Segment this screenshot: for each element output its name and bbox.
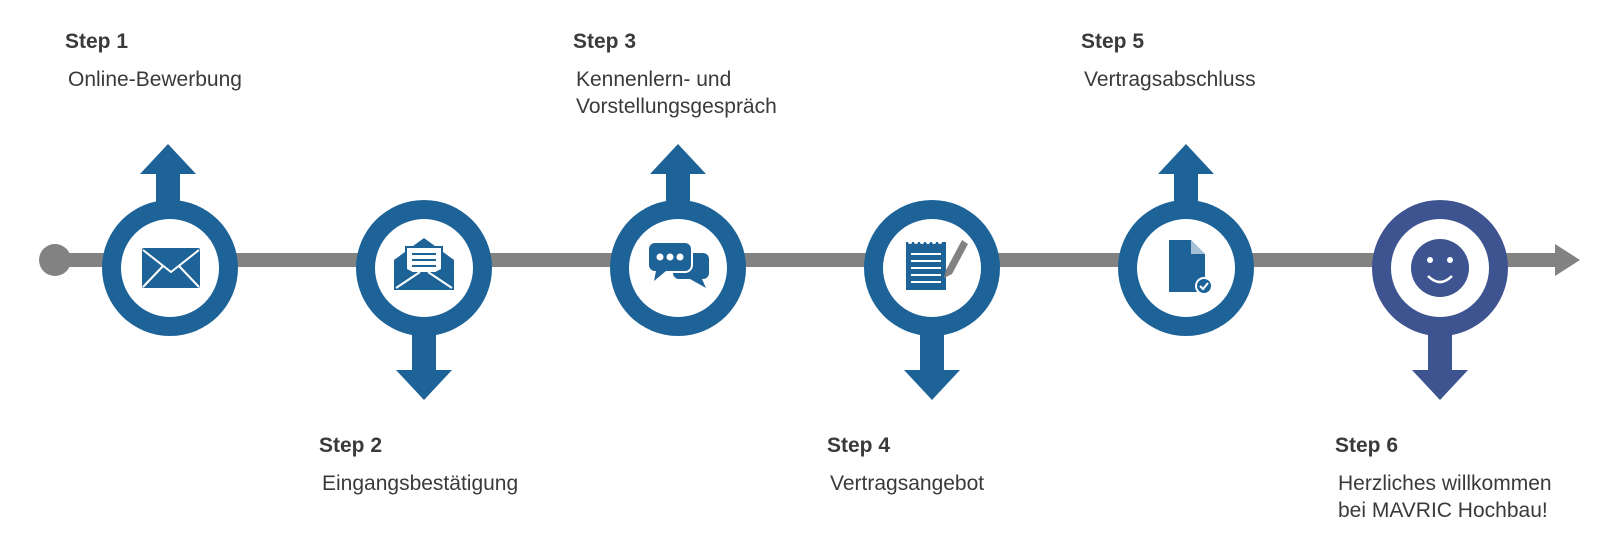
step-6-desc-line-2: bei MAVRIC Hochbau! — [1338, 499, 1548, 522]
step-1-node — [102, 144, 238, 336]
step-2-description: Eingangsbestätigung — [322, 470, 518, 497]
step-4-description: Vertragsangebot — [830, 470, 984, 497]
step-1-title: Step 1 — [65, 30, 129, 53]
step-4-arrow-down — [904, 370, 960, 400]
step-6-node — [1372, 200, 1508, 400]
step-6-title: Step 6 — [1335, 434, 1399, 457]
step-3-arrow-up — [650, 144, 706, 174]
step-1-description: Online-Bewerbung — [68, 66, 242, 93]
step-5-desc-line: Vertragsabschluss — [1084, 68, 1256, 91]
step-2-desc-line: Eingangsbestätigung — [322, 472, 519, 495]
step-3-title: Step 3 — [573, 30, 637, 53]
step-2-node — [356, 200, 492, 400]
document-check-icon — [1169, 240, 1213, 295]
step-6-description: Herzliches willkommen bei MAVRIC Hochbau… — [1338, 470, 1552, 524]
step-6-desc-line-1: Herzliches willkommen — [1338, 472, 1552, 495]
step-1-arrow-up — [140, 144, 196, 174]
step-2-title: Step 2 — [319, 434, 383, 457]
mail-closed-icon — [142, 248, 200, 288]
step-5-arrow-up — [1158, 144, 1214, 174]
timeline-line — [55, 253, 1560, 267]
mail-open-icon — [394, 238, 454, 290]
step-6-label: Step 6 Herzliches willkommen bei MAVRIC … — [1335, 434, 1552, 524]
timeline-end-arrow — [1555, 244, 1580, 276]
step-5-label: Step 5 Vertragsabschluss — [1081, 30, 1256, 93]
notepad-pen-icon — [906, 240, 968, 290]
step-3-node — [610, 144, 746, 336]
step-6-arrow-down — [1412, 370, 1468, 400]
step-2-arrow-down — [396, 370, 452, 400]
smiley-icon — [1411, 239, 1469, 297]
step-4-title: Step 4 — [827, 434, 891, 457]
timeline-start-dot — [39, 244, 71, 276]
step-3-description: Kennenlern- und Vorstellungsgespräch — [576, 66, 777, 120]
step-5-title: Step 5 — [1081, 30, 1145, 53]
step-5-description: Vertragsabschluss — [1084, 66, 1256, 93]
timeline-axis — [39, 244, 1580, 276]
step-4-desc-line: Vertragsangebot — [830, 472, 985, 495]
step-3-label: Step 3 Kennenlern- und Vorstellungsgespr… — [573, 30, 777, 120]
step-1-desc-line: Online-Bewerbung — [68, 68, 242, 91]
chat-bubbles-icon — [647, 241, 711, 288]
step-2-label: Step 2 Eingangsbestätigung — [319, 434, 518, 497]
step-4-label: Step 4 Vertragsangebot — [827, 434, 984, 497]
step-3-desc-line-2: Vorstellungsgespräch — [576, 95, 777, 118]
step-5-node — [1118, 144, 1254, 336]
step-4-node — [864, 200, 1000, 400]
step-1-label: Step 1 Online-Bewerbung — [65, 30, 242, 93]
step-3-desc-line-1: Kennenlern- und — [576, 68, 732, 91]
